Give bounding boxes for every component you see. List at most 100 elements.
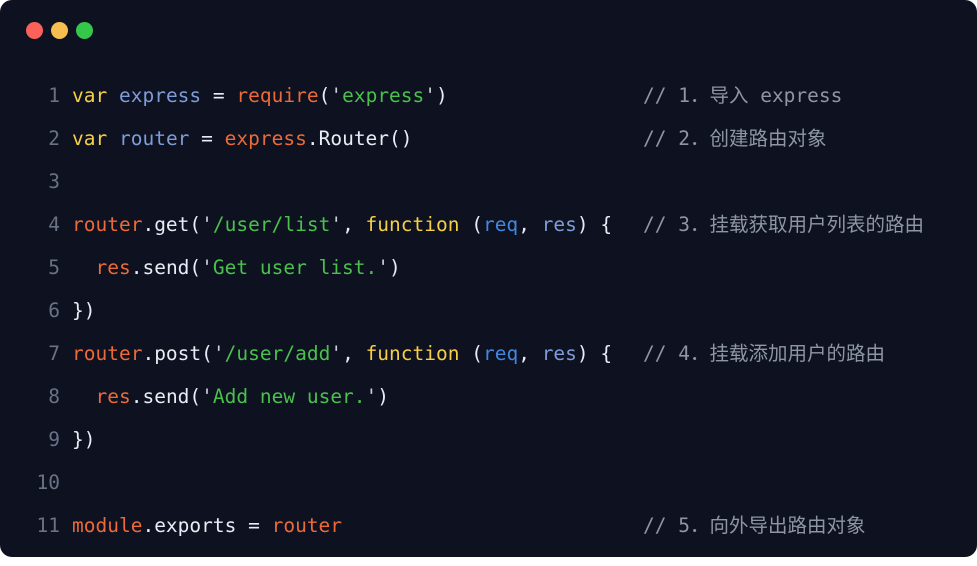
- minimize-button[interactable]: [51, 22, 68, 39]
- line-number: 6: [48, 299, 60, 322]
- code-token: ): [377, 385, 390, 408]
- code-token: ': [330, 213, 343, 236]
- code-line: 10: [28, 461, 969, 504]
- code-token: .post(: [142, 342, 213, 365]
- code-token: var: [72, 127, 108, 150]
- line-number: 9: [48, 428, 60, 451]
- line-number: 10: [36, 471, 60, 494]
- line-number: 2: [48, 127, 60, 150]
- code-token: ': [212, 342, 225, 365]
- code-token: router: [118, 127, 190, 150]
- close-button[interactable]: [26, 22, 43, 39]
- code-token: ) {: [576, 342, 613, 365]
- line-number: 5: [48, 256, 60, 279]
- inline-comment: // 3．挂载获取用户列表的路由: [643, 213, 924, 236]
- code-token: ,: [518, 213, 542, 236]
- code-token: function: [365, 213, 460, 236]
- code-token: ): [389, 256, 401, 279]
- code-token: (: [459, 213, 483, 236]
- code-token: ': [365, 385, 378, 408]
- code-token: /user/add: [224, 342, 331, 365]
- line-number: 8: [48, 385, 60, 408]
- code-tokens: router.post('/user/add', function (req, …: [72, 342, 612, 365]
- code-token: (: [459, 342, 483, 365]
- code-token: module: [72, 514, 143, 537]
- line-number: 4: [48, 213, 60, 236]
- code-token: function: [365, 342, 460, 365]
- code-tokens: module.exports = router: [72, 514, 342, 537]
- window-titlebar: [26, 22, 93, 39]
- code-line: 5 res.send('Get user list.'): [28, 246, 969, 289]
- line-number: 7: [48, 342, 60, 365]
- code-token: }): [72, 299, 96, 322]
- code-token: express: [224, 127, 307, 150]
- code-token: ': [424, 84, 437, 107]
- code-tokens: var express = require('express'): [72, 84, 448, 107]
- code-token: res: [95, 256, 131, 279]
- code-token: [107, 84, 119, 107]
- code-token: [107, 127, 119, 150]
- line-number: 3: [48, 170, 60, 193]
- code-token: express: [342, 84, 425, 107]
- code-token: (: [318, 84, 331, 107]
- code-token: ,: [342, 213, 366, 236]
- code-token: res: [541, 342, 577, 365]
- code-token: =: [201, 84, 237, 107]
- code-tokens: res.send('Get user list.'): [72, 256, 401, 279]
- code-token: =: [189, 127, 225, 150]
- code-token: [72, 256, 95, 279]
- code-tokens: router.get('/user/list', function (req, …: [72, 213, 612, 236]
- code-token: Get user list.: [212, 256, 378, 279]
- code-token: ': [377, 256, 390, 279]
- code-token: ,: [342, 342, 366, 365]
- inline-comment: // 5．向外导出路由对象: [643, 514, 866, 537]
- code-token: res: [541, 213, 577, 236]
- code-line: 8 res.send('Add new user.'): [28, 375, 969, 418]
- code-token: ': [330, 342, 343, 365]
- code-token: Add new user.: [212, 385, 366, 408]
- code-token: ': [201, 256, 213, 279]
- line-number: 1: [48, 84, 60, 107]
- code-token: res: [95, 385, 131, 408]
- code-line: 9}): [28, 418, 969, 461]
- code-token: ,: [518, 342, 542, 365]
- code-tokens: res.send('Add new user.'): [72, 385, 389, 408]
- code-token: router: [72, 213, 143, 236]
- code-token: .Router(): [306, 127, 413, 150]
- code-token: .exports =: [142, 514, 272, 537]
- code-token: ': [201, 213, 213, 236]
- code-token: require: [236, 84, 319, 107]
- code-token: .send(: [130, 385, 202, 408]
- code-token: /user/list: [212, 213, 331, 236]
- code-line: 2 var router = express.Router() // 2．创建路由对…: [28, 117, 969, 160]
- inline-comment: // 1．导入 express: [643, 84, 843, 107]
- code-tokens: }): [72, 428, 95, 451]
- code-tokens: var router = express.Router(): [72, 127, 413, 150]
- inline-comment: // 2．创建路由对象: [643, 127, 827, 150]
- code-line: 3: [28, 160, 969, 203]
- code-token: var: [72, 84, 108, 107]
- code-token: .send(: [130, 256, 202, 279]
- code-token: req: [482, 342, 519, 365]
- code-token: [72, 385, 95, 408]
- code-token: router: [72, 342, 143, 365]
- code-token: router: [271, 514, 343, 537]
- code-token: ': [330, 84, 343, 107]
- code-tokens: }): [72, 299, 95, 322]
- code-token: ) {: [576, 213, 613, 236]
- code-token: express: [118, 84, 202, 107]
- code-token: req: [482, 213, 519, 236]
- code-token: }): [72, 428, 96, 451]
- zoom-button[interactable]: [76, 22, 93, 39]
- code-line: 6}): [28, 289, 969, 332]
- inline-comment: // 4．挂载添加用户的路由: [643, 342, 885, 365]
- code-token: ': [201, 385, 213, 408]
- code-token: ): [436, 84, 448, 107]
- code-token: .get(: [142, 213, 202, 236]
